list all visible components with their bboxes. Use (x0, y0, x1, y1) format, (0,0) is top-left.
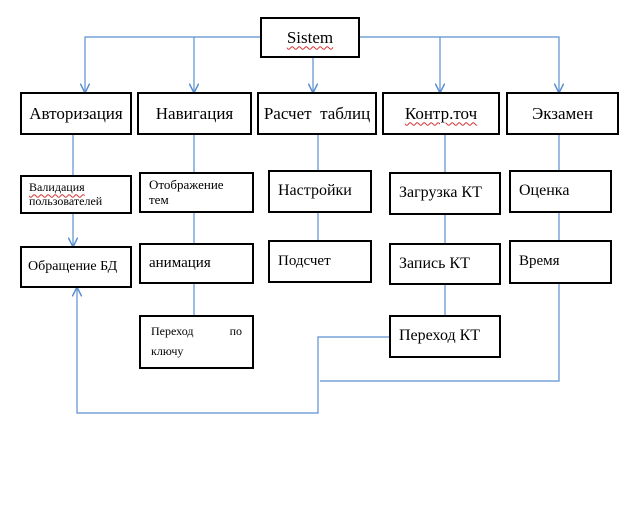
subitem-count-label: Подсчет (278, 252, 331, 269)
subitem-key-jump: Переход по ключу (139, 315, 254, 369)
connector-root-to-exam (360, 36, 559, 92)
key-jump-line1: Переход по (151, 324, 242, 339)
subitem-kt-jump-label: Переход КТ (399, 327, 481, 345)
module-table-calculation-label: Расчет таблиц (263, 103, 371, 123)
module-authorization: Авторизация (20, 92, 132, 135)
module-checkpoints: Контр.точ (382, 92, 500, 135)
subitem-animation: анимация (139, 243, 254, 284)
subitem-grade: Оценка (509, 170, 612, 213)
module-exam-label: Экзамен (532, 103, 593, 123)
module-table-calculation: Расчет таблиц (257, 92, 377, 135)
root-label: Sistem (286, 27, 334, 47)
subitem-topic-display: Отображение тем (139, 172, 254, 213)
subitem-kt-load: Загрузка КТ (389, 172, 501, 215)
subitem-kt-record-label: Запись КТ (399, 254, 470, 272)
subitem-kt-load-label: Загрузка КТ (399, 184, 482, 202)
module-checkpoints-label: Контр.точ (404, 103, 478, 123)
subitem-topic-display-label: Отображение тем (149, 176, 224, 207)
subitem-user-validation-text: Валидация пользователей (29, 179, 123, 209)
module-exam: Экзамен (506, 92, 619, 135)
subitem-settings: Настройки (268, 170, 372, 213)
subitem-db-access: Обращение БД (20, 246, 132, 288)
module-authorization-label: Авторизация (29, 103, 123, 123)
connector-ktjump-return (77, 288, 389, 414)
subitem-settings-label: Настройки (278, 182, 352, 200)
subitem-grade-label: Оценка (519, 182, 570, 200)
subitem-count: Подсчет (268, 240, 372, 283)
connector-time-return (320, 284, 560, 382)
subitem-kt-jump: Переход КТ (389, 315, 501, 358)
subitem-user-validation: Валидация пользователей (20, 175, 132, 214)
subitem-time: Время (509, 240, 612, 284)
module-navigation-label: Навигация (155, 103, 234, 123)
subitem-kt-record: Запись КТ (389, 243, 501, 285)
validation-line2: пользователей (29, 193, 103, 208)
subitem-time-label: Время (519, 253, 560, 270)
subitem-animation-label: анимация (149, 254, 211, 271)
validation-line1: Валидация (29, 179, 85, 194)
connector-root-to-auth (85, 36, 260, 92)
subitem-db-access-label: Обращение БД (28, 258, 118, 274)
key-jump-line2: ключу (151, 344, 184, 358)
root-node-sistem: Sistem (260, 17, 360, 58)
module-navigation: Навигация (137, 92, 252, 135)
subitem-key-jump-text: Переход по ключу (151, 324, 242, 359)
